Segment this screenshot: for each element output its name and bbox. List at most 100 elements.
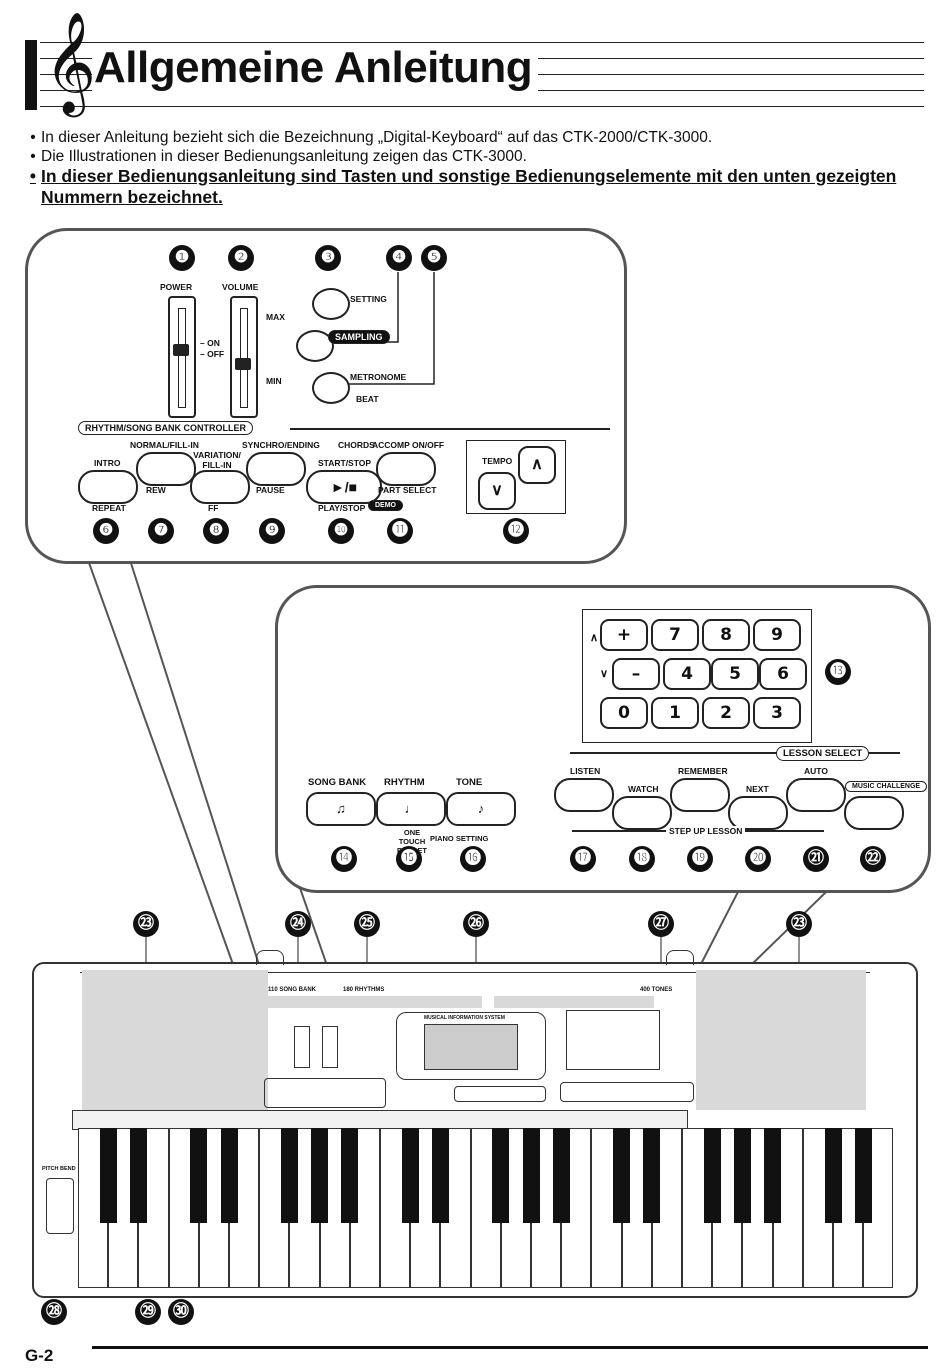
speaker-left (82, 970, 268, 1110)
black-key[interactable] (311, 1128, 329, 1223)
tempo-down-button[interactable]: ∨ (478, 472, 516, 510)
listen-button[interactable] (554, 778, 614, 812)
number-key-2[interactable]: 2 (702, 697, 750, 729)
play-stop-label: PLAY/STOP (318, 503, 366, 513)
black-key[interactable] (99, 1128, 117, 1223)
tone-button[interactable]: ♪ (446, 792, 516, 826)
number-key-6[interactable]: 6 (759, 658, 807, 690)
number-pad-mini (566, 1010, 660, 1070)
number-key-9[interactable]: 9 (753, 619, 801, 651)
auto-button[interactable] (786, 778, 846, 812)
next-button[interactable] (728, 796, 788, 830)
number-key-1[interactable]: 1 (651, 697, 699, 729)
number-key-8[interactable]: 8 (702, 619, 750, 651)
header-bar (25, 40, 37, 110)
black-key[interactable] (552, 1128, 570, 1223)
tempo-group (466, 440, 566, 514)
watch-button[interactable] (612, 796, 672, 830)
page-number: G-2 (25, 1346, 54, 1365)
callout-30: ㉚ (168, 1299, 194, 1325)
synchro-button[interactable] (246, 452, 306, 486)
listen-label: LISTEN (570, 766, 601, 776)
black-key[interactable] (401, 1128, 419, 1223)
black-key[interactable] (280, 1128, 298, 1223)
lesson-select-label: LESSON SELECT (776, 746, 870, 761)
black-key[interactable] (824, 1128, 842, 1223)
black-key[interactable] (733, 1128, 751, 1223)
callout-5: ❺ (421, 245, 447, 271)
black-key[interactable] (643, 1128, 661, 1223)
number-key-4[interactable]: 4 (663, 658, 711, 690)
treble-clef-icon: 𝄞 (44, 10, 97, 113)
song-list-strip (266, 996, 482, 1008)
callout-8: ❽ (203, 518, 229, 544)
pitch-bend-wheel[interactable] (46, 1178, 74, 1234)
remember-button[interactable] (670, 778, 730, 812)
volume-label: VOLUME (222, 282, 259, 292)
black-key[interactable] (703, 1128, 721, 1223)
piano-setting-label: PIANO SETTING (430, 834, 489, 843)
song-bank-button[interactable]: ♫ (306, 792, 376, 826)
volume-slider-mini[interactable] (322, 1026, 338, 1068)
callout-20: ⓴ (745, 846, 771, 872)
setting-label: SETTING (350, 294, 387, 304)
start-stop-button[interactable]: ►/■ (306, 470, 382, 504)
music-challenge-button[interactable] (844, 796, 904, 830)
rhythm-count: 180 RHYTHMS (343, 987, 385, 993)
note-icon: ♫ (336, 801, 346, 816)
guitar-icon: ♪ (477, 801, 485, 816)
callout-16: ⓰ (460, 846, 486, 872)
page-title: Allgemeine Anleitung (92, 43, 539, 93)
callout-13: ⓭ (825, 659, 851, 685)
intro-button[interactable] (78, 470, 138, 504)
callout-23-right: ㉓ (786, 911, 812, 937)
rhythm-controller-label: RHYTHM/SONG BANK CONTROLLER (78, 421, 253, 435)
metronome-button[interactable] (312, 372, 350, 404)
number-key-0[interactable]: 0 (600, 697, 648, 729)
number-key-3[interactable]: 3 (753, 697, 801, 729)
minus-key[interactable]: – (612, 658, 660, 690)
rhythm-label: RHYTHM (384, 777, 425, 788)
volume-slider[interactable] (230, 296, 258, 418)
rhythm-button[interactable]: ♩ (376, 792, 446, 826)
number-key-5[interactable]: 5 (711, 658, 759, 690)
callout-22: ㉒ (860, 846, 886, 872)
handle (666, 950, 694, 965)
black-key[interactable] (492, 1128, 510, 1223)
max-label: MAX (266, 312, 285, 322)
black-key[interactable] (220, 1128, 238, 1223)
metronome-label: METRONOME (350, 372, 407, 382)
callout-17: ⓱ (570, 846, 596, 872)
black-key[interactable] (129, 1128, 147, 1223)
callout-18: ⓲ (629, 846, 655, 872)
black-key[interactable] (854, 1128, 872, 1223)
list-item: •Die Illustrationen in dieser Bedienungs… (30, 148, 527, 165)
power-switch-mini[interactable] (294, 1026, 310, 1068)
black-key[interactable] (431, 1128, 449, 1223)
normal-fill-button[interactable] (136, 452, 196, 486)
black-key[interactable] (341, 1128, 359, 1223)
callout-12: ⓬ (503, 518, 529, 544)
divider (570, 752, 900, 754)
off-label: – OFF (200, 349, 225, 359)
tempo-up-button[interactable]: ∧ (518, 446, 556, 484)
setting-button[interactable] (312, 288, 350, 320)
black-key[interactable] (522, 1128, 540, 1223)
black-key[interactable] (613, 1128, 631, 1223)
next-label: NEXT (746, 784, 769, 794)
black-key[interactable] (764, 1128, 782, 1223)
number-key-7[interactable]: 7 (651, 619, 699, 651)
accomp-button[interactable] (376, 452, 436, 486)
variation-fill-button[interactable] (190, 470, 250, 504)
callout-26: ㉖ (463, 911, 489, 937)
callout-15: ⓯ (396, 846, 422, 872)
callout-11: ⓫ (387, 518, 413, 544)
power-switch[interactable] (168, 296, 196, 418)
intro-label: INTRO (94, 458, 121, 468)
ff-label: FF (208, 503, 219, 513)
min-label: MIN (266, 376, 282, 386)
plus-key[interactable]: + (600, 619, 648, 651)
sampling-button[interactable] (296, 330, 334, 362)
black-key[interactable] (190, 1128, 208, 1223)
callout-2: ❷ (228, 245, 254, 271)
